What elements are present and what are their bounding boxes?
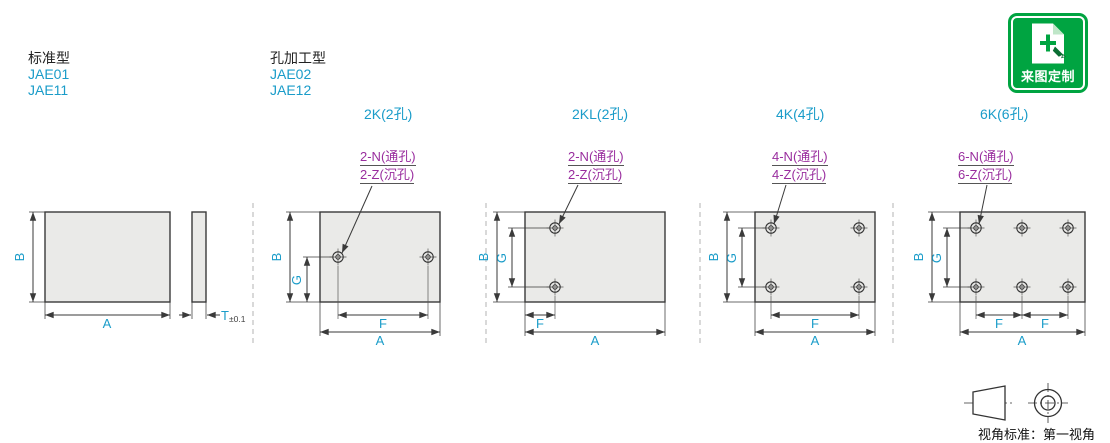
hole-annotation-2k: 2-N(通孔) 2-Z(沉孔) [360, 148, 416, 184]
counterbore-note: 2-Z(沉孔) [568, 167, 623, 184]
dim-label-F: F [379, 316, 387, 331]
counterbore-note: 6-Z(沉孔) [958, 167, 1013, 184]
dim-label-G: G [494, 253, 509, 263]
hole-annotation-4k: 4-N(通孔) 4-Z(沉孔) [772, 148, 828, 184]
drawing-file-icon [1032, 23, 1066, 64]
dim-label-F: F [1041, 316, 1049, 331]
machined-type-block: 孔加工型 JAE02 JAE12 [270, 50, 326, 98]
variant-label-6k: 6K(6孔) [980, 106, 1029, 122]
standard-type-title: 标准型 [28, 50, 70, 66]
counterbore-note: 4-Z(沉孔) [772, 167, 827, 184]
dim-label-G: G [724, 253, 739, 263]
hole-leader-line [341, 185, 373, 254]
plate-face [44, 211, 171, 303]
hole-annotation-2kl: 2-N(通孔) 2-Z(沉孔) [568, 148, 624, 184]
dim-label-A: A [376, 333, 385, 348]
variant-label-2kl: 2KL(2孔) [572, 106, 629, 122]
model-link-jae12[interactable]: JAE12 [270, 82, 312, 98]
model-link-jae02[interactable]: JAE02 [270, 66, 312, 82]
drawing-standard-front: B A [12, 211, 171, 331]
drawing-4k: B G F A [706, 184, 876, 348]
dimension-lines [723, 211, 876, 336]
dim-label-B: B [269, 253, 284, 262]
plate-side [191, 211, 207, 303]
hole-leader-line [773, 184, 787, 225]
dim-label-T: T±0.1 [221, 308, 246, 324]
dim-label-A: A [1018, 333, 1027, 348]
through-hole-note: 6-N(通孔) [958, 149, 1014, 166]
section-separators [252, 203, 894, 346]
hole-leader-line [977, 184, 988, 225]
dim-label-A: A [591, 333, 600, 348]
hole-annotation-6k: 6-N(通孔) 6-Z(沉孔) [958, 148, 1014, 184]
drawing-standard-side: T±0.1 [179, 211, 246, 324]
drawing-2k: B G F A [269, 185, 441, 348]
dimension-lines [179, 302, 220, 319]
drawing-2kl: B G F A [476, 184, 666, 348]
dim-label-G: G [929, 253, 944, 263]
projection-standard-note: 视角标准：第一视角 [978, 427, 1096, 442]
first-angle-projection-symbol [964, 383, 1068, 423]
drawing-6k: B G F F A [911, 184, 1086, 348]
variant-label-2k: 2K(2孔) [364, 106, 413, 122]
model-link-jae11[interactable]: JAE11 [28, 82, 69, 98]
through-hole-note: 2-N(通孔) [568, 149, 624, 166]
counterbore-note: 2-Z(沉孔) [360, 167, 415, 184]
dimension-lines [29, 211, 171, 319]
standard-type-block: 标准型 JAE01 JAE11 [28, 50, 70, 98]
machined-type-title: 孔加工型 [270, 50, 326, 66]
badge-frame: 来图定制 [1011, 16, 1085, 90]
dim-label-F: F [536, 316, 544, 331]
through-hole-note: 2-N(通孔) [360, 149, 416, 166]
model-link-jae01[interactable]: JAE01 [28, 66, 70, 82]
dim-label-B: B [476, 253, 491, 262]
dim-label-B: B [911, 253, 926, 262]
dim-label-B: B [706, 253, 721, 262]
dimension-lines [286, 211, 441, 336]
plate-face [524, 211, 666, 303]
badge-label: 来图定制 [1020, 69, 1075, 84]
dim-label-F: F [995, 316, 1003, 331]
dim-label-F: F [811, 316, 819, 331]
dimension-lines [493, 211, 666, 336]
dim-label-A: A [811, 333, 820, 348]
variant-label-4k: 4K(4孔) [776, 106, 825, 122]
dim-label-G: G [289, 275, 304, 285]
hole-leader-line [558, 184, 579, 225]
custom-drawing-badge[interactable]: 来图定制 [1008, 13, 1088, 93]
dim-label-B: B [12, 253, 27, 262]
dim-label-A: A [103, 316, 112, 331]
through-hole-note: 4-N(通孔) [772, 149, 828, 166]
dimension-lines [928, 211, 1086, 336]
